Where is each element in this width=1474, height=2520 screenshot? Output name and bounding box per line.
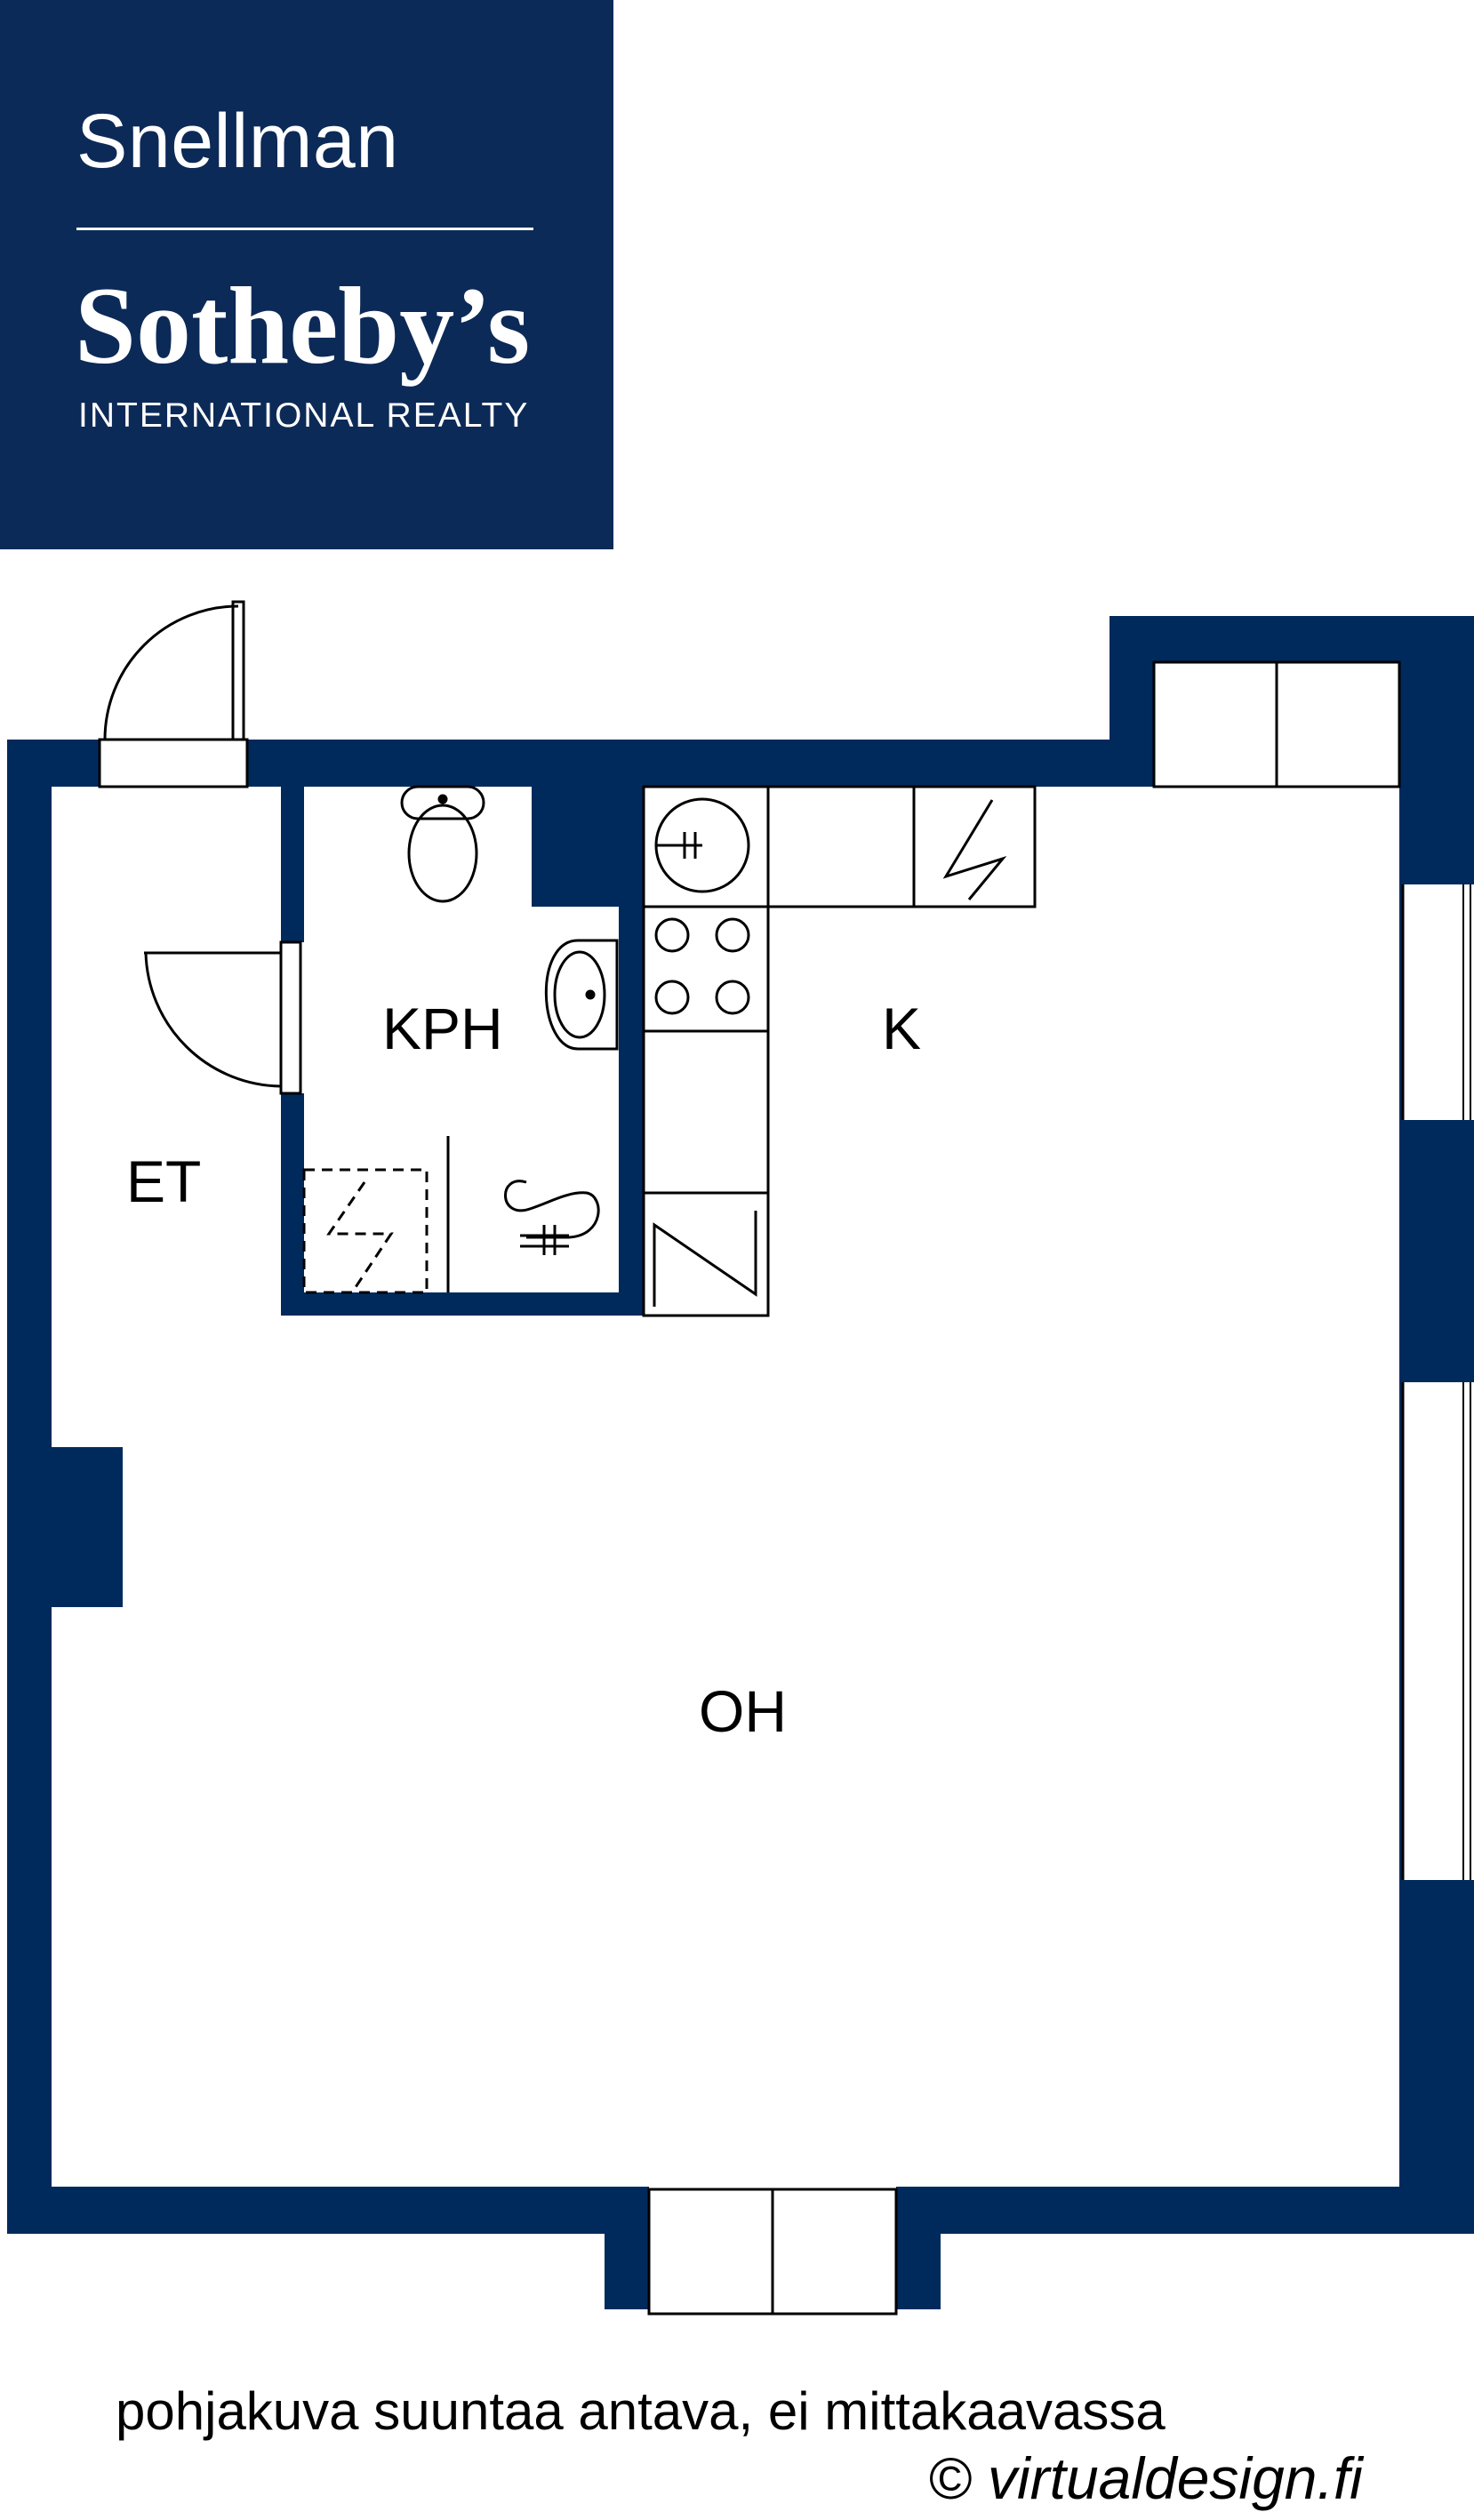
kitchen-counter	[642, 785, 1037, 1317]
floor-drain-icon	[504, 1180, 600, 1255]
bathroom-wall-right	[619, 889, 644, 1316]
bathroom-door	[144, 940, 304, 1095]
toilet-icon	[400, 785, 485, 903]
room-label-et: ET	[126, 1148, 201, 1214]
logo-international-realty: INTERNATIONAL REALTY	[78, 396, 530, 435]
room-label-oh: OH	[699, 1678, 787, 1744]
window-right-lower	[1403, 1382, 1474, 1880]
wall-pillar	[52, 1447, 123, 1607]
window-right-upper	[1403, 884, 1474, 1120]
logo-divider	[76, 228, 533, 230]
bathroom-sink-icon	[544, 939, 619, 1051]
copyright-credit: © virtualdesign.fi	[928, 2445, 1363, 2511]
shaft-block	[532, 787, 644, 907]
stove-icon	[654, 917, 750, 1015]
logo-snellman: Snellman	[76, 99, 399, 184]
room-label-kph: KPH	[382, 996, 503, 1061]
entrance-door	[98, 600, 249, 788]
logo-sothebys: Sotheby’s	[75, 265, 531, 387]
room-label-k: K	[882, 996, 921, 1061]
disclaimer-note: pohjakuva suuntaa antava, ei mittakaavas…	[116, 2381, 1166, 2441]
shower-area	[302, 1136, 450, 1294]
bathroom-wall-bottom	[281, 1292, 644, 1316]
brand-logo: Snellman Sotheby’s INTERNATIONAL REALTY	[0, 0, 613, 549]
kitchen-sink-icon	[654, 797, 750, 893]
appliance-symbol	[653, 799, 1007, 1307]
